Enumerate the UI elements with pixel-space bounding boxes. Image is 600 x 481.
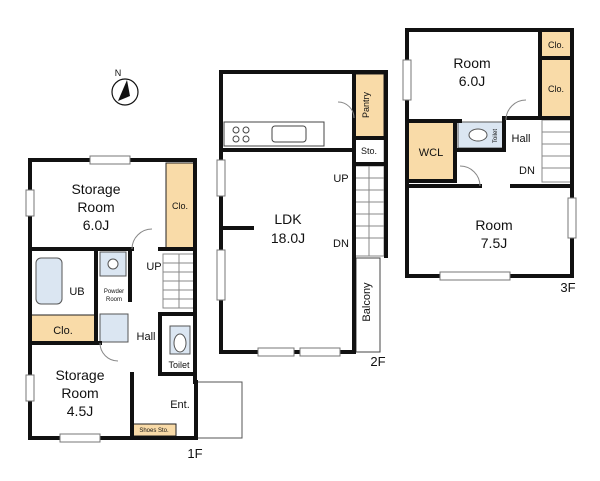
north-arrow-icon: N [111,68,139,106]
room-top-label-3f: Room [453,55,490,71]
powder-room-label1: Powder [104,289,124,295]
floor-3f: Room 6.0J Clo. Clo. WCL Toilet Hall DN R… [402,28,577,295]
washing-machine-icon [99,313,129,343]
floor-label-2f: 2F [370,354,385,369]
room-bottom-label-3f: Room [475,217,512,233]
closet-left-label: Clo. [53,325,73,337]
window [439,271,511,281]
window [402,59,412,101]
toilet-label-3f: Toilet [493,129,499,143]
window [216,249,226,301]
closet-2-3f [539,57,573,119]
window [299,347,341,357]
hall-label-1f: Hall [137,331,156,343]
storage-label-2f: Sto. [361,146,377,156]
floor-2f: LDK 18.0J Pantry Sto. UP DN Balcony 2F [216,70,388,369]
storage-room-bottom-label2: Room [61,385,98,401]
stove-burner-icon [232,126,240,134]
window [89,155,131,165]
floor-label-1f: 1F [187,446,202,461]
kitchen-sink-icon [271,125,307,143]
storage-room-bottom-label1: Storage [55,367,104,383]
ldk-label: LDK [274,211,302,227]
stair-down-label-3f: DN [519,165,535,177]
sink-icon [107,258,119,270]
unit-bath-label: UB [69,286,84,298]
window [25,374,35,402]
wcl-label: WCL [419,147,443,159]
storage-room-top-size: 6.0J [83,217,109,233]
bathtub-icon [35,257,63,305]
entrance-label: Ent. [170,399,190,411]
wcl-box [406,120,456,182]
window [216,159,226,197]
pantry-label: Pantry [361,91,371,118]
shoes-storage-label: Shoes Sto. [139,428,169,434]
room-top-size-3f: 6.0J [459,73,485,89]
stair-down-label-2f: DN [333,238,349,250]
closet-2-label-3f: Clo. [548,84,564,94]
stairs-1f [162,253,196,309]
window [257,347,295,357]
storage-room-bottom-size: 4.5J [67,403,93,419]
ldk-size: 18.0J [271,230,305,246]
floor-label-3f: 3F [560,280,575,295]
stairs-3f [541,119,573,183]
hall-label-3f: Hall [512,133,531,145]
entrance-porch [195,381,243,439]
closet-1-label-3f: Clo. [548,40,564,50]
window [59,433,101,443]
room-bottom-size-3f: 7.5J [481,235,507,251]
window [25,189,35,217]
north-label: N [115,68,122,78]
stairs-2f [353,165,385,257]
storage-room-top-label2: Room [77,199,114,215]
stair-up-label-1f: UP [146,261,161,273]
closet-right-label: Clo. [172,201,188,211]
window [567,197,577,239]
floor-1f: Storage Room 6.0J Clo. Clo. UB Powder Ro… [25,155,243,461]
stair-up-label-2f: UP [333,173,348,185]
balcony-label: Balcony [361,282,373,322]
storage-room-top-label1: Storage [71,181,120,197]
toilet-label-1f: Toilet [168,360,190,370]
powder-room-label2: Room [106,297,122,303]
